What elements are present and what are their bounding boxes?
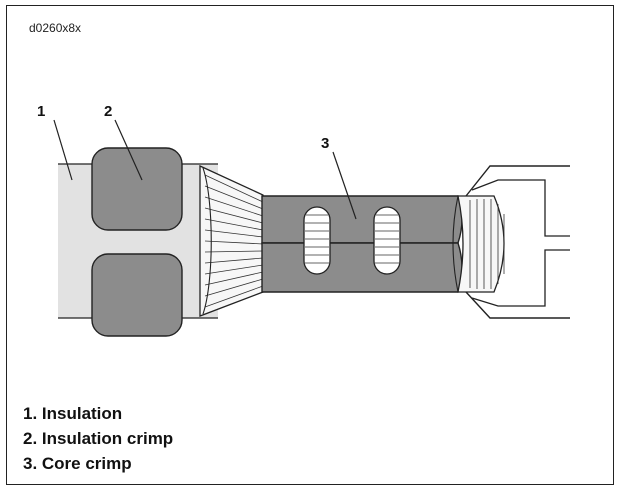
core-crimp-top (261, 195, 463, 244)
strand-end-lines (469, 199, 505, 289)
legend-item-core-crimp: 3. Core crimp (23, 454, 132, 473)
callout-1: 1 (37, 103, 45, 120)
insulation-crimp-tab-bottom (91, 253, 183, 337)
inspection-window-left (303, 206, 331, 275)
callout-3: 3 (321, 135, 329, 152)
legend-list: 1. Insulation 2. Insulation crimp 3. Cor… (23, 401, 173, 476)
strand-curve (202, 167, 212, 315)
leader-line-1 (53, 119, 73, 181)
insulation-crimp-tab-top (91, 147, 183, 231)
terminal-inner-top (471, 179, 570, 237)
figure-id: d0260x8x (29, 21, 82, 35)
inspection-window-right (373, 206, 401, 275)
terminal-inner-bottom (471, 249, 570, 307)
legend-item-insulation: 1. Insulation (23, 404, 123, 423)
terminal-top-outline (465, 165, 570, 197)
strand-ends (457, 195, 505, 293)
window-right-strands (375, 214, 399, 264)
leader-line-2 (114, 119, 143, 181)
core-crimp-bottom (261, 242, 463, 293)
callout-2: 2 (104, 103, 112, 120)
strand-lines (204, 174, 264, 308)
leader-line-3 (332, 151, 357, 220)
legend-item-insulation-crimp: 2. Insulation crimp (23, 429, 174, 448)
terminal-bottom-outline (465, 291, 570, 319)
crimp-end-curve (452, 195, 459, 293)
window-left-strands (305, 214, 329, 264)
